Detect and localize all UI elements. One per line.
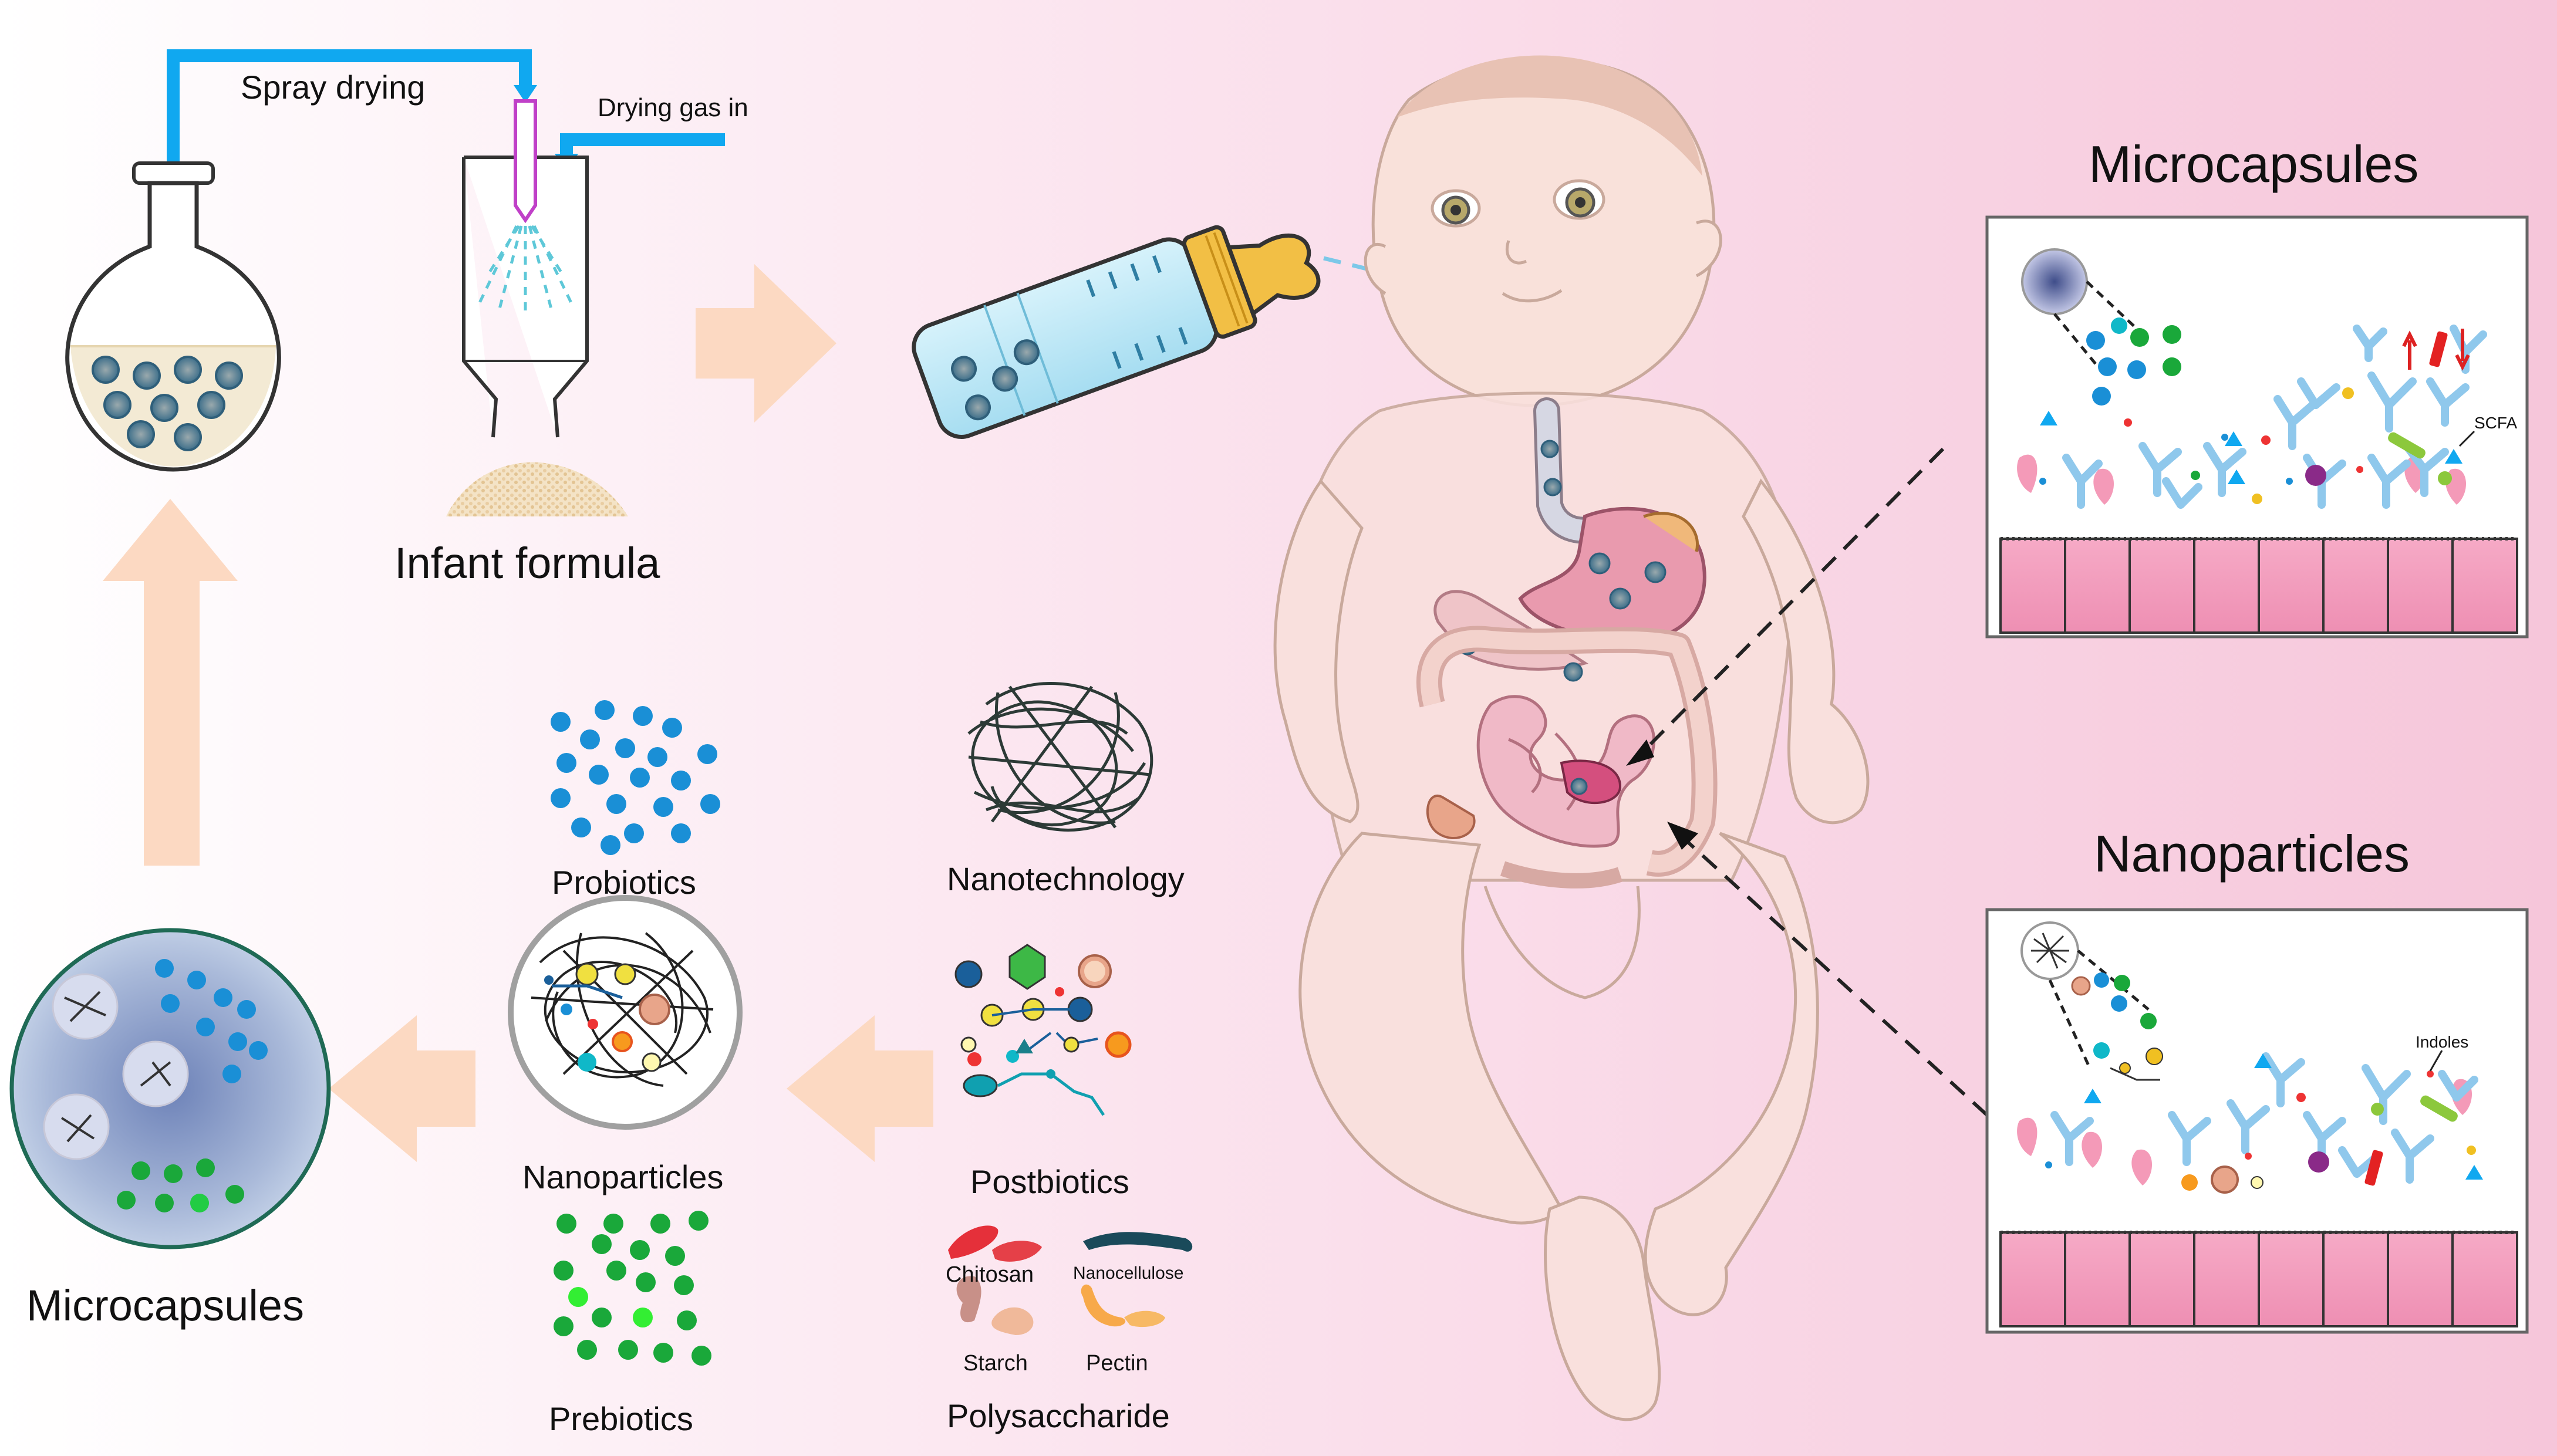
nanoparticles-panel-title: Nanoparticles	[2094, 825, 2410, 883]
arrow-up-to-flask	[103, 499, 238, 866]
microcapsule-large	[9, 928, 331, 1249]
microcapsules-panel: SCFA	[1985, 215, 2529, 639]
nanocellulose-icon	[1083, 1232, 1193, 1252]
prebiotics-label: Prebiotics	[549, 1400, 693, 1437]
polysaccharide-icons	[948, 1225, 1193, 1335]
spray-dryer-icon	[462, 99, 589, 438]
spray-drying-section: Spray drying Drying gas in	[65, 49, 748, 587]
nano-connection	[1683, 837, 1989, 1117]
baby-bottle-icon	[912, 225, 1321, 439]
digestive-tract-icon	[1416, 397, 1718, 889]
powder-pile-icon	[446, 462, 628, 516]
microcapsule-icon	[2021, 248, 2088, 315]
arrow-to-nanoparticles	[787, 1015, 933, 1162]
infant-body-icon	[1273, 55, 1870, 1421]
flow-arrows	[103, 264, 933, 1162]
round-flask-icon	[65, 161, 281, 472]
drying-gas-pipe	[560, 133, 725, 157]
chitosan-label: Chitosan	[946, 1262, 1034, 1287]
starch-label: Starch	[963, 1351, 1028, 1376]
intestinal-villi-icon	[1999, 1231, 2518, 1327]
scfa-label: SCFA	[2474, 414, 2517, 432]
nanotechnology-label: Nanotechnology	[947, 860, 1185, 897]
chitosan-icon	[948, 1225, 998, 1259]
starch-icon	[956, 1276, 981, 1323]
micro-connection	[1636, 447, 1945, 759]
intestinal-villi-icon	[1999, 537, 2518, 634]
prebiotics-dots	[554, 1211, 711, 1366]
microcapsules-panel-title: Microcapsules	[2089, 135, 2418, 193]
indoles-label: Indoles	[2416, 1033, 2468, 1051]
fiber-tangle-icon	[967, 682, 1153, 832]
nanoparticles-label: Nanoparticles	[522, 1158, 723, 1195]
infant-formula-label: Infant formula	[394, 539, 660, 587]
postbiotics-icon	[954, 944, 1132, 1116]
polysaccharide-label: Polysaccharide	[947, 1397, 1170, 1434]
pectin-icon	[1081, 1284, 1126, 1327]
probiotics-dots	[551, 700, 720, 855]
spray-drying-label: Spray drying	[241, 69, 425, 106]
nanoparticles-panel: Indoles	[1985, 908, 2529, 1334]
nanoparticle-large	[508, 895, 743, 1130]
drying-gas-in-label: Drying gas in	[598, 93, 748, 122]
feed-pipe-arrowhead	[514, 85, 537, 103]
probiotics-label: Probiotics	[552, 864, 696, 901]
arrow-to-microcapsules	[329, 1015, 475, 1162]
pectin-label: Pectin	[1086, 1351, 1148, 1376]
arrow-to-bottle	[696, 264, 836, 423]
connection-lines	[1626, 447, 1989, 1117]
microcapsules-label: Microcapsules	[26, 1281, 304, 1330]
postbiotics-label: Postbiotics	[970, 1163, 1129, 1200]
nanocellulose-label: Nanocellulose	[1073, 1264, 1183, 1283]
feed-pipe	[167, 49, 532, 170]
